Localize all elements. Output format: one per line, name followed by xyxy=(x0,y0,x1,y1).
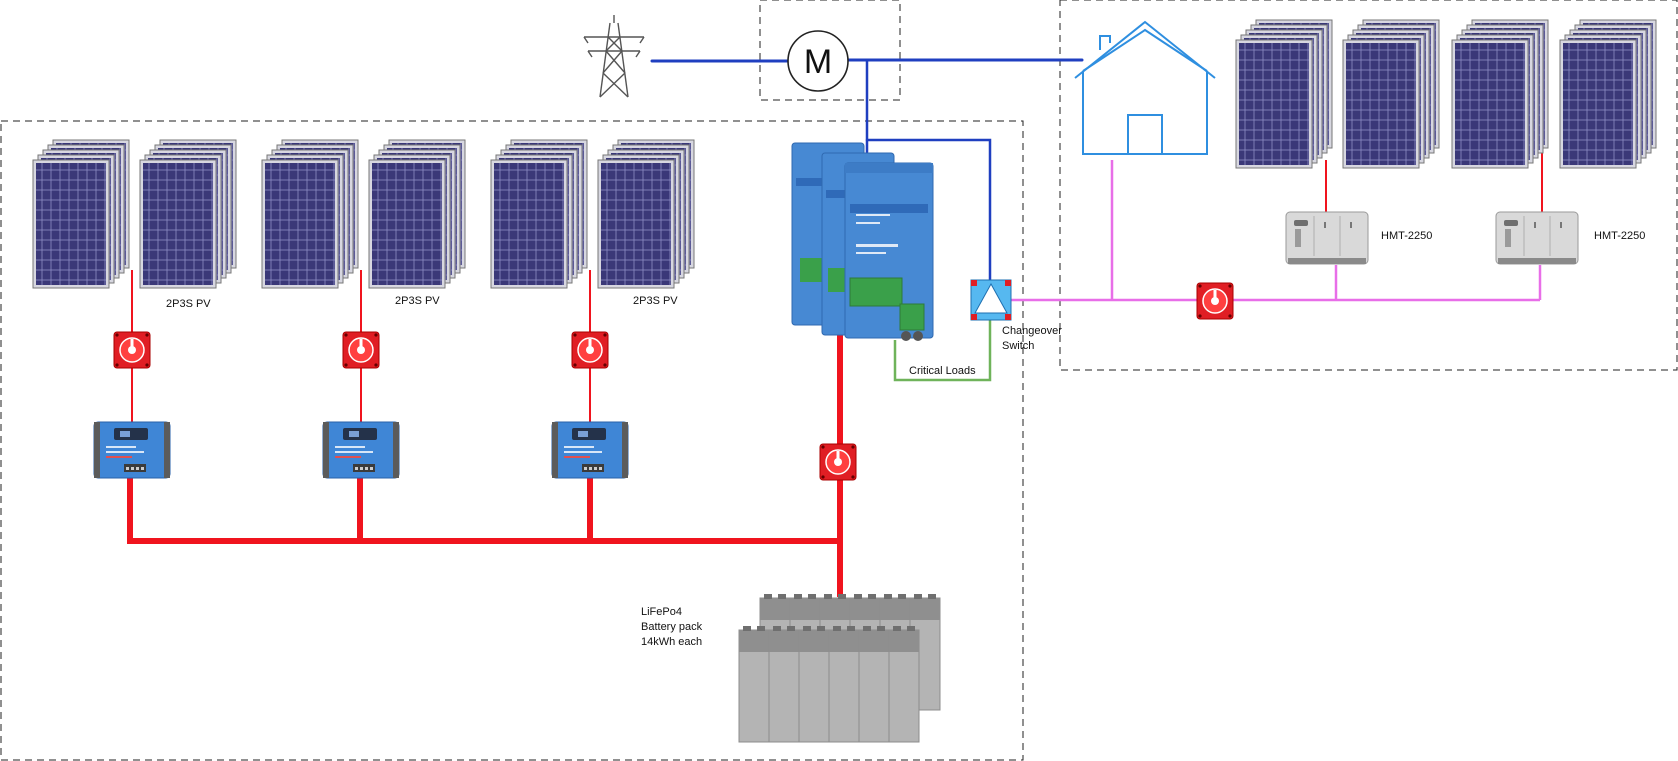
dc-isolator-icon xyxy=(571,331,609,369)
pv-dc-wiring xyxy=(131,150,1543,422)
dc-isolator-icon xyxy=(819,443,857,481)
dc-system-enclosure xyxy=(0,120,1024,761)
solar-panel-icon xyxy=(1560,20,1656,168)
pv-group-1-label: 2P3S PV xyxy=(166,298,211,310)
house-icon xyxy=(1074,20,1216,155)
inverter-charger-icon xyxy=(791,142,934,341)
pv-group-3-label: 2P3S PV xyxy=(633,295,678,307)
battery-icon xyxy=(738,593,941,743)
solar-panel-icon xyxy=(1452,20,1548,168)
battery-dc-bus xyxy=(127,327,843,597)
grid-wiring xyxy=(650,58,1084,286)
ac-isolator-icon xyxy=(1196,282,1234,320)
changeover-switch-icon xyxy=(970,279,1012,321)
battery-label-line3: 14kWh each xyxy=(641,636,703,648)
dc-isolator-icon xyxy=(113,331,151,369)
ac-pv-array-2 xyxy=(1452,20,1656,168)
solar-panel-icon xyxy=(33,140,129,288)
ac-pv-array-1 xyxy=(1236,20,1439,168)
mppt-charge-controller-icon xyxy=(322,421,400,479)
changeover-label-line2: Switch xyxy=(1002,340,1035,352)
pv-array-3 xyxy=(491,140,694,288)
solar-panel-icon xyxy=(140,140,236,288)
pv-array-2 xyxy=(262,140,465,288)
solar-panel-icon xyxy=(598,140,694,288)
battery-label-line2: Battery pack xyxy=(641,621,703,633)
critical-loads-label: Critical Loads xyxy=(909,365,976,377)
solar-panel-icon xyxy=(1236,20,1332,168)
pv-group-2-label: 2P3S PV xyxy=(395,295,440,307)
micro-inverter-icon xyxy=(1495,211,1579,265)
battery-label-line1: LiFePo4 xyxy=(641,606,682,618)
mppt-charge-controller-icon xyxy=(551,421,629,479)
transmission-tower-icon xyxy=(583,15,645,98)
meter-label: M xyxy=(804,43,832,81)
ac-solar-enclosure xyxy=(1059,0,1678,371)
micro-inverter-1-label: HMT-2250 xyxy=(1381,230,1433,242)
changeover-label-line1: Changeover xyxy=(1002,325,1062,337)
ac-solar-wiring xyxy=(1010,160,1542,302)
dc-isolator-icon xyxy=(342,331,380,369)
grid-meter: M xyxy=(787,30,849,92)
solar-panel-icon xyxy=(1343,20,1439,168)
solar-panel-icon xyxy=(369,140,465,288)
micro-inverter-2-label: HMT-2250 xyxy=(1594,230,1646,242)
mppt-charge-controller-icon xyxy=(93,421,171,479)
solar-panel-icon xyxy=(491,140,587,288)
critical-loads-wiring xyxy=(893,318,992,382)
micro-inverter-icon xyxy=(1285,211,1369,265)
solar-panel-icon xyxy=(262,140,358,288)
pv-array-1 xyxy=(33,140,236,288)
